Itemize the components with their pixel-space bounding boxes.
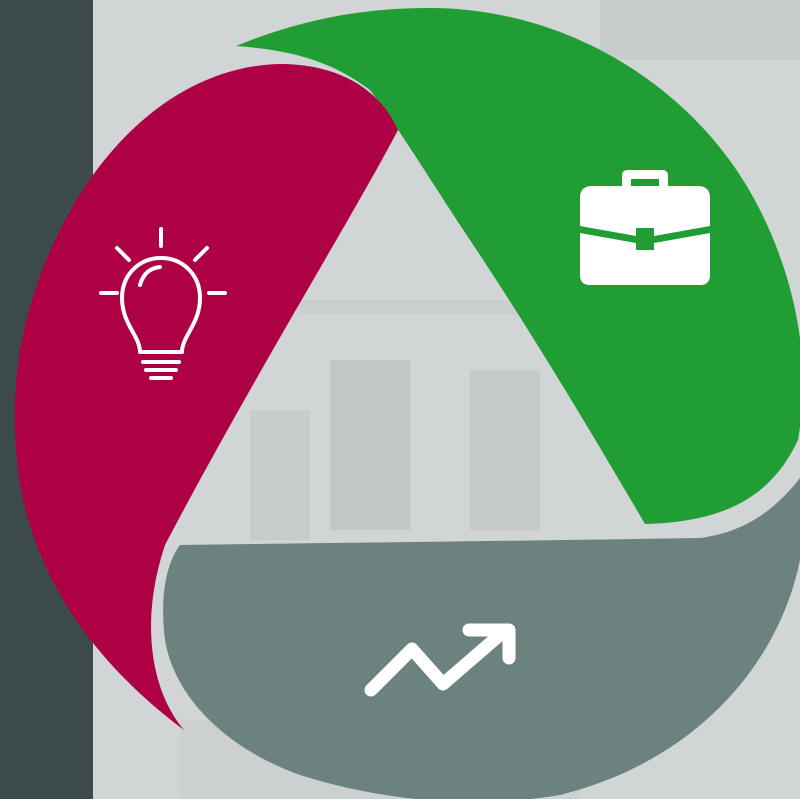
segment-idea	[14, 64, 398, 730]
briefcase-icon	[580, 170, 710, 285]
segment-growth	[163, 478, 800, 799]
lightbulb-icon	[99, 227, 227, 380]
trending-up-icon	[364, 623, 516, 697]
segment-business	[236, 8, 800, 524]
